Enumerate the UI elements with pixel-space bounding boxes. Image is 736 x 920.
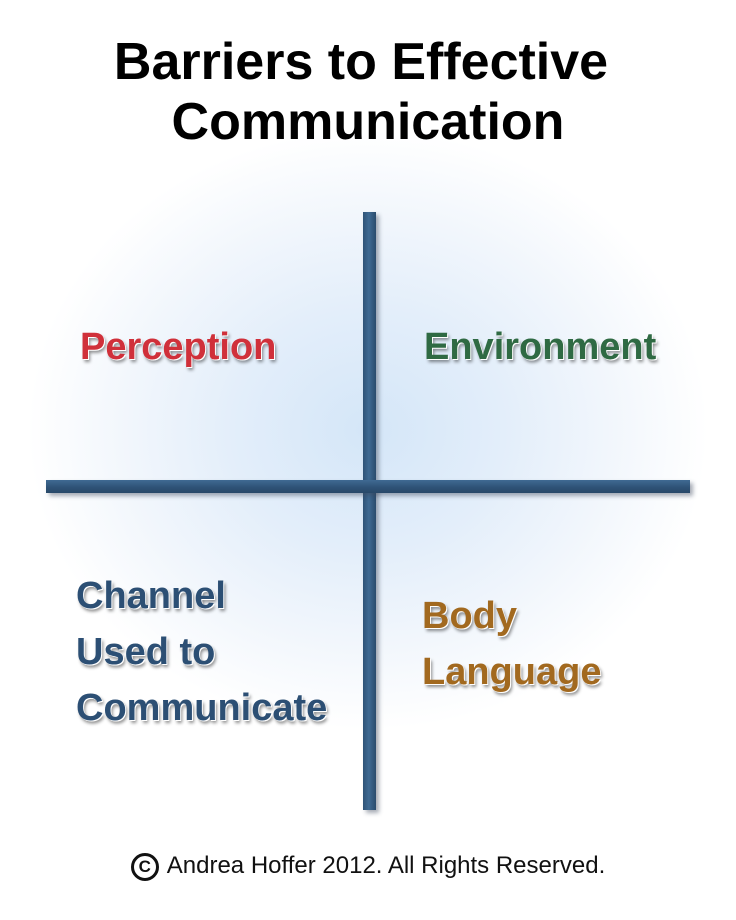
copyright-text: Andrea Hoffer 2012. All Rights Reserved. [166, 852, 606, 879]
copyright-icon: C [130, 853, 159, 881]
quadrant-perception: Perception [80, 326, 277, 368]
quadrant-body-language: Body Language [422, 588, 682, 700]
horizontal-divider-bar [46, 480, 690, 493]
quadrant-environment: Environment [424, 326, 657, 368]
diagram-title: Barriers to Effective Communication [0, 32, 736, 152]
copyright-footer: C Andrea Hoffer 2012. All Rights Reserved… [0, 848, 736, 884]
quadrant-channel-line-2: Used to [76, 631, 216, 673]
quadrant-channel: Channel Used to Communicate [76, 568, 366, 736]
quadrant-body-language-line-2: Language [422, 651, 602, 693]
quadrant-channel-line-3: Communicate [76, 687, 328, 729]
quadrant-body-language-line-1: Body [422, 595, 517, 637]
vertical-divider-bar [363, 212, 376, 810]
title-line-2: Communication [171, 93, 565, 151]
quadrant-channel-line-1: Channel [76, 575, 226, 617]
title-line-1: Barriers to Effective [113, 33, 609, 91]
